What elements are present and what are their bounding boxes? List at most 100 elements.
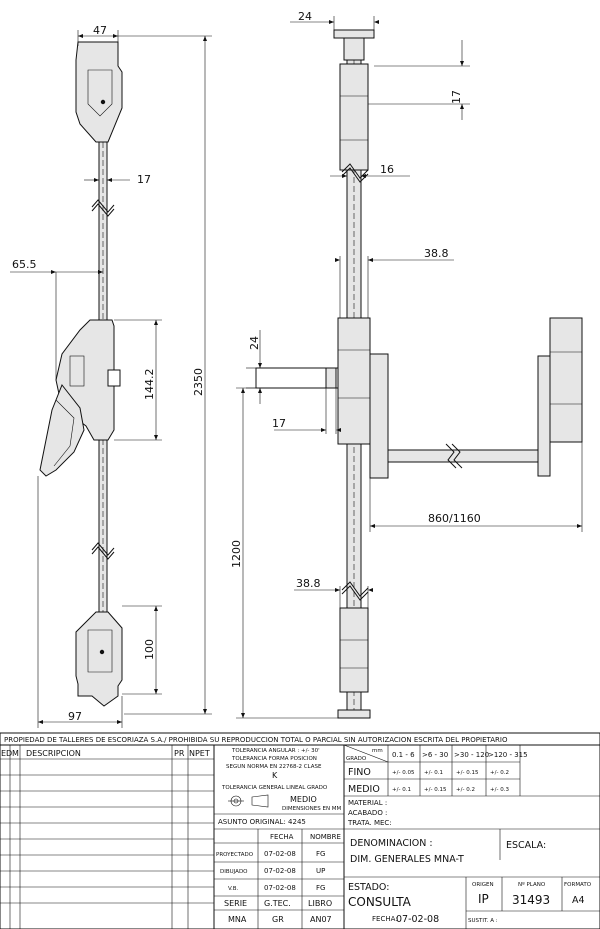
col-pr: PR xyxy=(174,749,185,758)
row-fecha: 07-02-08 xyxy=(264,884,296,892)
hdr-nombre: NOMBRE xyxy=(310,833,341,841)
dim-24-handle: 24 xyxy=(248,336,261,350)
lock-body-front xyxy=(337,317,371,445)
row-nombre: UP xyxy=(316,867,325,875)
formato-label: FORMATO xyxy=(564,882,592,888)
acabado-label: ACABADO : xyxy=(348,809,387,817)
dim-1200: 1200 xyxy=(230,540,243,568)
tol-mm: mm xyxy=(372,748,383,754)
origen-label: ORIGEN xyxy=(472,882,494,888)
dim-2350: 2350 xyxy=(192,368,205,396)
projection-symbol-cone xyxy=(251,794,269,808)
denominacion-label: DENOMINACION : xyxy=(350,838,433,849)
row-label: PROYECTADO xyxy=(216,852,254,858)
gtec-label: G.TEC. xyxy=(264,899,291,908)
break-mark xyxy=(91,199,115,213)
libro-value: AN07 xyxy=(310,915,332,924)
fino-value: +/- 0.1 xyxy=(424,770,443,776)
break-mark xyxy=(91,542,115,556)
dim-860-1160: 860/1160 xyxy=(428,512,481,525)
asunto-original: ASUNTO ORIGINAL: 4245 xyxy=(218,818,306,826)
dim-100: 100 xyxy=(143,639,156,660)
dim-144-2: 144.2 xyxy=(143,369,156,401)
push-lever xyxy=(39,384,85,477)
fino-label: FINO xyxy=(348,767,371,778)
dim-17-right: 17 xyxy=(450,90,463,104)
row-nombre: FG xyxy=(316,884,325,892)
top-cap-hole xyxy=(100,99,106,105)
dim-47: 47 xyxy=(93,24,107,37)
left-side-view: 47 17 65.5 144.2 2350 100 97 xyxy=(10,24,212,728)
title-block: PROPIEDAD DE TALLERES DE ESCORIAZA S.A./… xyxy=(0,732,600,929)
right-front-view: 24 17 16 38.8 24 17 1 xyxy=(230,10,583,719)
escala-label: ESCALA: xyxy=(506,840,546,851)
top-plate xyxy=(333,29,375,39)
tol-clase: K xyxy=(272,771,278,780)
row-fecha: 07-02-08 xyxy=(264,867,296,875)
tol-lineal: TOLERANCIA GENERAL LINEAL GRADO xyxy=(221,785,328,791)
medio-value: +/- 0.3 xyxy=(490,787,509,793)
row-fecha: 07-02-08 xyxy=(264,850,296,858)
origen-value: IP xyxy=(478,892,489,906)
top-end-cap xyxy=(75,41,123,143)
dim-17-rod: 17 xyxy=(137,173,151,186)
right-end-pad xyxy=(549,317,583,443)
tol-range: >30 - 120 xyxy=(454,751,489,759)
medio-value: +/- 0.2 xyxy=(456,787,475,793)
row-label: V.B. xyxy=(228,886,239,892)
dim-65-5: 65.5 xyxy=(12,258,37,271)
tol-forma: TOLERANCIA FORMA POSICION xyxy=(231,756,317,762)
bottom-guide xyxy=(339,607,369,693)
tol-grado-hdr: GRADO xyxy=(346,756,367,762)
tol-range: 0.1 - 6 xyxy=(392,751,415,759)
tol-angular: TOLERANCIA ANGULAR : +/- 30' xyxy=(231,748,320,754)
dim-38-8-top: 38.8 xyxy=(424,247,449,260)
tol-norma: SEGUN NORMA EN 22768-2 CLASE xyxy=(226,764,322,770)
dim-97: 97 xyxy=(68,710,82,723)
medio-value: +/- 0.1 xyxy=(392,787,411,793)
fecha-value: 07-02-08 xyxy=(396,914,439,925)
denominacion-value: DIM. GENERALES MNA-T xyxy=(350,854,464,865)
row-label: DIBUJADO xyxy=(220,869,248,875)
col-descripcion: DESCRIPCION xyxy=(26,749,81,758)
push-bar xyxy=(387,449,539,463)
medio-label: MEDIO xyxy=(348,784,380,795)
fino-value: +/- 0.15 xyxy=(456,770,479,776)
estado-label: ESTADO: xyxy=(348,882,389,893)
medio-value: +/- 0.15 xyxy=(424,787,447,793)
property-notice: PROPIEDAD DE TALLERES DE ESCORIAZA S.A./… xyxy=(4,736,508,744)
sustit-label: SUSTIT. A : xyxy=(468,918,498,924)
row-nombre: FG xyxy=(316,850,325,858)
formato-value: A4 xyxy=(572,895,585,906)
col-ed: ED xyxy=(1,749,12,758)
bar-bracket-right xyxy=(537,355,551,477)
col-npet: NPET xyxy=(189,749,210,758)
bottom-end-cap xyxy=(75,611,123,707)
bottom-cap-hole xyxy=(99,649,105,655)
material-label: MATERIAL : xyxy=(348,799,387,807)
bar-break-mark xyxy=(445,443,457,469)
dim-16: 16 xyxy=(380,163,394,176)
dim-17-handle: 17 xyxy=(272,417,286,430)
lock-latch xyxy=(107,369,121,387)
estado-value: CONSULTA xyxy=(348,895,412,909)
bar-bracket-left xyxy=(369,353,389,479)
nplano-value: 31493 xyxy=(512,893,550,907)
bottom-plate xyxy=(337,709,371,719)
gtec-value: GR xyxy=(272,915,284,924)
tol-grado: MEDIO xyxy=(290,795,317,804)
outside-handle xyxy=(255,367,339,389)
dimensions-mm: DIMENSIONES EN MM xyxy=(282,806,342,812)
dim-24-top: 24 xyxy=(298,10,312,23)
fecha-label: FECHA: xyxy=(372,915,398,923)
hdr-fecha: FECHA xyxy=(270,833,294,841)
tol-range: >6 - 30 xyxy=(422,751,448,759)
serie-label: SERIE xyxy=(224,899,247,908)
fino-value: +/- 0.2 xyxy=(490,770,509,776)
trata-label: TRATA. MEC: xyxy=(347,819,392,827)
nplano-label: Nº PLANO xyxy=(518,881,546,888)
dim-38-8-bottom: 38.8 xyxy=(296,577,321,590)
tol-range: >120 - 315 xyxy=(488,751,528,759)
serie-value: MNA xyxy=(228,915,247,924)
